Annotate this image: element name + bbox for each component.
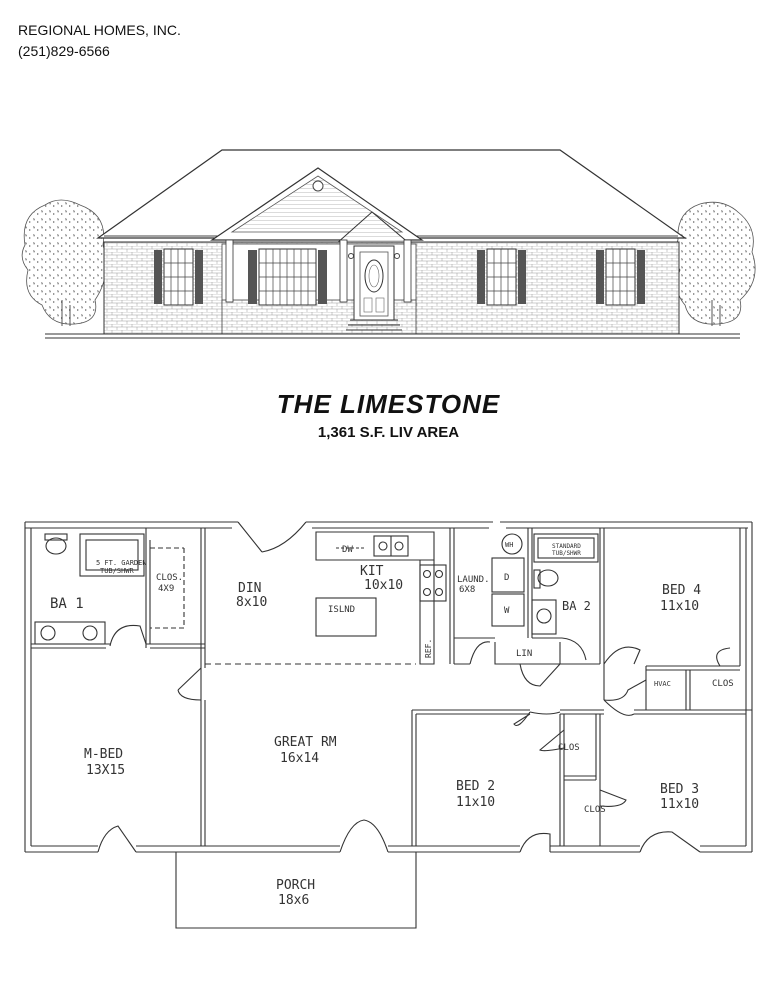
kit-label: KIT	[360, 564, 384, 579]
gable-vent-icon	[312, 180, 324, 192]
window-1	[154, 248, 203, 306]
garden-tub-label-1: 5 FT. GARDEN	[96, 559, 147, 567]
great-rm-label: GREAT RM	[274, 735, 337, 750]
ba2-label: BA 2	[562, 599, 591, 613]
sink-2-icon	[536, 608, 552, 624]
ref-label: REF.	[424, 639, 433, 658]
porch-label: PORCH	[276, 878, 315, 893]
standard-tub	[533, 533, 599, 563]
toilet-1-icon	[45, 537, 67, 555]
great-rm-size: 16x14	[280, 751, 319, 766]
company-name: REGIONAL HOMES, INC.	[18, 22, 181, 38]
bed3-size: 11x10	[660, 797, 699, 812]
standard-tub-label-1: STANDARD	[552, 543, 581, 550]
kitchen-island	[315, 597, 377, 637]
window-4	[596, 248, 645, 306]
bed3-label: BED 3	[660, 782, 699, 797]
toilet-2-icon	[537, 569, 559, 587]
laund-label: LAUND.	[457, 575, 490, 585]
clos3-label: CLOS	[584, 805, 606, 815]
dw-label: DW	[342, 545, 353, 555]
plan-title: THE LIMESTONE	[276, 389, 501, 419]
mbed-label: M-BED	[84, 747, 123, 762]
ground-line	[45, 333, 740, 339]
front-door	[348, 245, 400, 321]
dryer-label: D	[504, 573, 509, 583]
porch-outline	[175, 852, 417, 929]
garden-tub	[79, 533, 145, 577]
din-label: DIN	[238, 581, 261, 596]
clos4-label: CLOS	[712, 679, 734, 689]
porch-size: 18x6	[278, 893, 309, 908]
laund-size: 6X8	[459, 585, 475, 595]
bed4-label: BED 4	[662, 583, 701, 598]
mbed-size: 13X15	[86, 763, 125, 778]
water-heater-icon	[501, 533, 523, 555]
bed2-size: 11x10	[456, 795, 495, 810]
din-size: 8x10	[236, 595, 267, 610]
dryer	[491, 557, 525, 593]
clos1-size: 4X9	[158, 584, 174, 594]
main-roof	[96, 149, 687, 239]
clos1-label: CLOS.	[156, 573, 183, 583]
right-tree	[674, 201, 756, 326]
kit-size: 10x10	[364, 578, 403, 593]
window-3	[477, 248, 526, 306]
ba1-label: BA 1	[50, 596, 84, 612]
company-phone: (251)829-6566	[18, 43, 110, 59]
wh-label: WH	[505, 541, 513, 549]
hvac-label: HVAC	[654, 680, 671, 688]
plan-area: 1,361 S.F. LIV AREA	[317, 424, 460, 441]
island-label: ISLND	[328, 605, 355, 615]
company-info: REGIONAL HOMES, INC. (251)829-6566	[18, 20, 181, 62]
window-2	[248, 248, 327, 306]
bed2-label: BED 2	[456, 779, 495, 794]
washer	[491, 593, 525, 627]
garden-tub-label-2: TUB/SHWR	[100, 567, 135, 575]
lin-label: LIN	[516, 649, 532, 659]
bed4-size: 11x10	[660, 599, 699, 614]
left-tree	[21, 199, 107, 326]
standard-tub-label-2: TUB/SHWR	[552, 550, 581, 557]
front-elevation	[21, 149, 756, 339]
clos2-label: CLOS	[558, 743, 580, 753]
washer-label: W	[504, 606, 510, 616]
